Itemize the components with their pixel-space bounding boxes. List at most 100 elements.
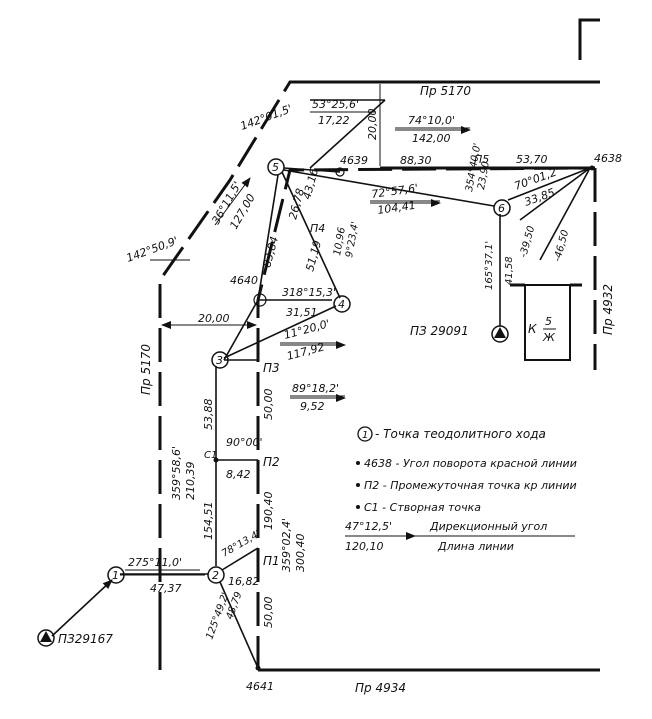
line-5-4 [281, 171, 341, 299]
ann-2-p1-angle: 78°13,4' [220, 529, 263, 560]
ann-5000-low: 50,00 [262, 597, 275, 629]
station-label-5: 5 [272, 161, 279, 174]
benchmark-triangle-2 [494, 327, 506, 338]
legend-sample-len: 120,10 [345, 540, 384, 553]
ann-p4-len: 10,96 [332, 226, 348, 256]
ann-72-len: 104,41 [377, 199, 417, 217]
ann-1-2-len: 47,37 [150, 582, 182, 595]
benchmark-icon-1 [37, 629, 55, 647]
line-5-4639 [283, 167, 341, 173]
red-line-inner-left [256, 166, 596, 670]
station-4 [333, 295, 351, 313]
ann-2390: 23,90 [476, 160, 492, 190]
ann-2678: 26,78 [286, 187, 307, 221]
traverse-lines [51, 99, 591, 669]
arr-36 [214, 177, 251, 226]
ann-right-len: 300,40 [294, 534, 307, 573]
legend-circle-icon [357, 426, 373, 442]
mark-k: К [528, 322, 537, 336]
point-p5: П5 [474, 153, 489, 166]
line-3-4640 [223, 299, 259, 361]
ann-4158: 41,58 [504, 256, 515, 285]
station-label-4: 4 [338, 298, 345, 311]
street-right: Пр 4932 [601, 284, 615, 335]
ann-72-angle: 72°57,6' [371, 182, 419, 201]
ann-3950: -39,50 [518, 225, 537, 259]
ann-4650: -46,50 [552, 229, 571, 263]
line-2-4641 [219, 581, 259, 669]
point-p3: П3 [263, 361, 280, 375]
point-c1 [213, 457, 219, 463]
ann-2-3-angle: 359°58,6' [170, 446, 183, 500]
ann-74-len: 142,00 [412, 132, 451, 145]
line-6-4638-c [539, 167, 591, 261]
line-5-6 [283, 169, 495, 207]
line-5-poly [309, 99, 386, 169]
corner-4639-circle [335, 167, 345, 177]
ann-8384: 83,84 [260, 235, 281, 269]
corner-4640-circle [253, 293, 267, 307]
ann-8830: 88,30 [400, 154, 432, 167]
station-label-1: 1 [112, 569, 119, 582]
benchmark-icon-2 [491, 325, 509, 343]
ann-right-angle: 359°02,4' [280, 518, 293, 572]
point-4641 [255, 665, 261, 671]
legend-dot-icon-2 [356, 461, 360, 465]
ann-3151: 31,51 [286, 306, 318, 319]
ann-3-4-len: 117,92 [285, 340, 326, 363]
line-2-p1 [221, 547, 259, 571]
ann-53-len: 17,22 [318, 114, 350, 127]
red-lines [158, 18, 600, 672]
point-p1: П1 [263, 554, 280, 568]
benchmark-label-1: ПЗ29167 [58, 632, 113, 646]
ann-842: 8,42 [226, 468, 251, 481]
benchmark-triangle-1 [40, 631, 52, 642]
station-2 [207, 566, 225, 584]
dimension-arrows [120, 84, 471, 576]
red-line-top-right [578, 18, 600, 60]
line-pz-1 [51, 579, 113, 637]
ann-2000-top: 20,00 [366, 109, 379, 141]
stations [107, 158, 595, 671]
legend: 1 - Точка теодолитного хода 4638 - Угол … [345, 426, 577, 553]
ann-90: 90°00' [226, 436, 263, 449]
station-1 [107, 566, 125, 584]
ann-142-015: 142°01,5' [239, 102, 294, 133]
ann-1-2-angle: 275°11,0' [128, 556, 182, 569]
station-label-2: 2 [212, 569, 219, 582]
legend-item-3: П2 - Промежуточная точка кр линии [364, 479, 577, 492]
ann-seg-c1-2: 154,51 [202, 502, 215, 541]
point-c1-label: С1 [204, 450, 217, 461]
line-4640-5 [257, 174, 279, 301]
line-3-4 [223, 305, 337, 359]
point-4638 [589, 165, 595, 171]
ann-165: 165°37,1' [484, 241, 495, 290]
ann-2-3-len: 210,39 [184, 462, 197, 501]
station-5 [267, 158, 285, 176]
corner-4641: 4641 [246, 680, 274, 693]
legend-item-1: - Точка теодолитного хода [375, 427, 546, 441]
ann-5370: 53,70 [516, 153, 548, 166]
ann-2000-left: 20,00 [198, 312, 230, 325]
ann-53-angle: 53°25,6' [312, 98, 359, 111]
station-6 [493, 199, 511, 217]
ann-p3-angle: 89°18,2' [292, 382, 339, 395]
ann-p3-len: 9,52 [300, 400, 325, 413]
legend-dot-icon-3 [356, 483, 360, 487]
ann-2-p1-len: 16,82 [228, 575, 260, 588]
legend-circle-num: 1 [362, 430, 368, 441]
ann-5000-mid: 50,00 [262, 389, 275, 421]
legend-sample-label2: Длина линии [437, 540, 514, 553]
corner-4639: 4639 [340, 154, 368, 167]
fraction-bars [125, 111, 575, 571]
street-top: Пр 5170 [420, 84, 471, 98]
station-3 [211, 351, 229, 369]
benchmark-label-2: ПЗ 29091 [410, 324, 469, 338]
mark-k-den: Ж [542, 331, 556, 344]
corner-4638: 4638 [594, 152, 622, 165]
legend-item-4: С1 - Створная точка [364, 501, 481, 514]
point-p2: П2 [263, 455, 280, 469]
ann-seg-3-c1: 53,88 [202, 399, 215, 431]
ann-74-angle: 74°10,0' [408, 114, 455, 127]
